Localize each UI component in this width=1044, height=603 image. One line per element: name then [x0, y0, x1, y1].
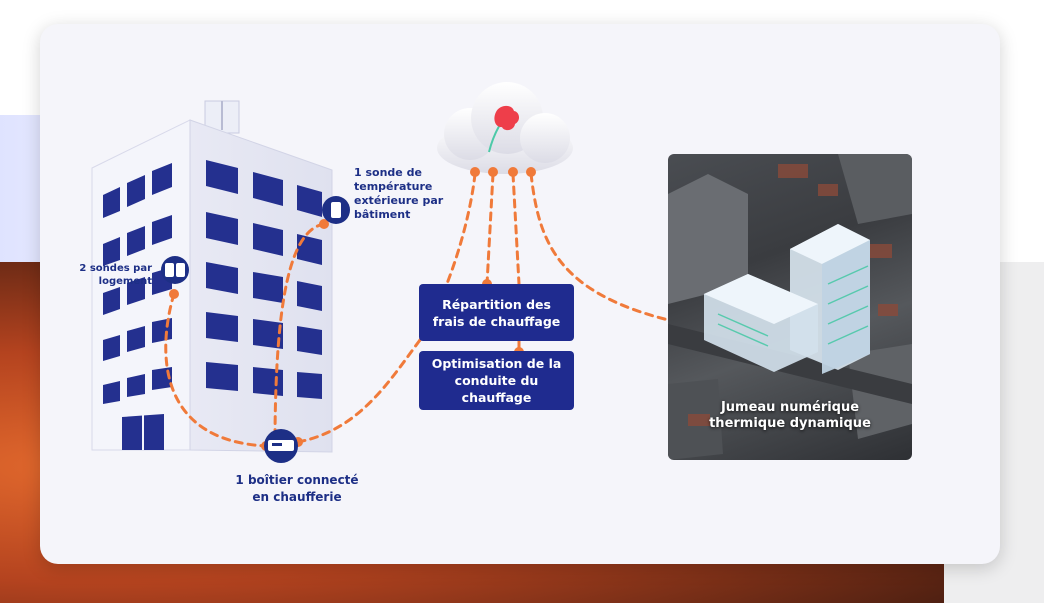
service-repartition-box: Répartition des frais de chauffage	[419, 284, 574, 341]
flower-logo-icon	[488, 105, 520, 153]
label-sondes-logement: 2 sondes par logement	[74, 262, 152, 288]
label-line: 2 sondes par	[79, 263, 152, 274]
label-line: logement	[98, 276, 152, 287]
service-line: Optimisation de la	[431, 356, 562, 371]
label-line: température	[354, 180, 433, 193]
link-sondes-boitier	[164, 292, 268, 448]
label-line: 1 boîtier connecté	[235, 473, 359, 487]
sensor-icon-exterieure	[322, 196, 350, 224]
service-line: Répartition des	[442, 296, 551, 312]
label-line: en chaufferie	[252, 490, 342, 504]
label-line: extérieure par	[354, 194, 444, 207]
label-line: 1 sonde de	[354, 166, 422, 179]
label-sonde-exterieure: 1 sonde de température extérieure par bâ…	[354, 166, 464, 222]
twin-caption-line: thermique dynamique	[709, 416, 871, 431]
label-line: bâtiment	[354, 208, 411, 221]
digital-twin-3d-view: Jumeau numérique thermique dynamique	[668, 154, 912, 460]
link-repartition-cloud-2	[485, 172, 495, 286]
service-optimisation-box: Optimisation de la conduite du chauffage	[419, 351, 574, 410]
cloud-icon	[437, 82, 573, 174]
link-boitier-repartition	[296, 338, 422, 444]
link-sonde-ext-boitier	[273, 222, 326, 436]
label-boitier: 1 boîtier connecté en chaufferie	[222, 472, 372, 506]
service-line: chauffage	[461, 390, 532, 405]
link-cloud-repartition-3	[511, 172, 521, 286]
twin-caption-line: Jumeau numérique	[720, 400, 860, 415]
twin-scene	[668, 154, 912, 460]
service-line: conduite du	[454, 373, 539, 388]
service-line: frais de chauffage	[432, 313, 561, 329]
building-illustration	[91, 100, 333, 453]
sensor-icon-logement	[161, 256, 189, 284]
twin-caption: Jumeau numérique thermique dynamique	[668, 400, 912, 432]
connected-box-icon	[264, 429, 298, 463]
